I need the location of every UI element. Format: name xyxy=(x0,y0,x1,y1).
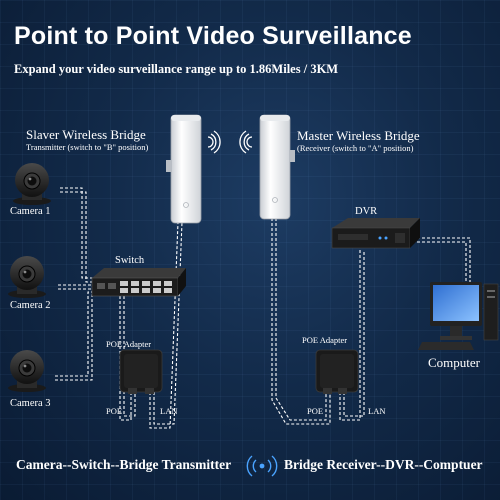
dvr-device xyxy=(331,218,420,249)
lan-port-left-label: LAN xyxy=(160,406,178,416)
poe-adapter-left-label: POE Adapter xyxy=(106,339,152,349)
slave-bridge-note: Transmitter (switch to "B" position) xyxy=(26,142,149,152)
camera-3-icon xyxy=(8,350,46,392)
poe-adapter-right-label: POE Adapter xyxy=(302,335,348,345)
camera-1-icon xyxy=(13,163,51,205)
footer-right-caption: Bridge Receiver--DVR--Comptuer xyxy=(284,457,483,472)
camera-2-icon xyxy=(8,256,46,298)
computer-device xyxy=(418,282,499,350)
cables xyxy=(55,187,471,429)
cable-camera3-switch xyxy=(55,291,96,377)
cable-camera1-switch xyxy=(60,187,96,279)
switch-label: Switch xyxy=(115,255,145,266)
footer-left-caption: Camera--Switch--Bridge Transmitter xyxy=(16,457,232,472)
poe-adapter-right-device xyxy=(315,349,359,394)
dvr-label: DVR xyxy=(355,206,378,217)
cable-dvr-computer-b xyxy=(412,241,467,282)
cable-poe-left-bridge xyxy=(149,221,179,429)
switch-device xyxy=(91,268,186,297)
cable-bridge-poe-right xyxy=(271,218,331,425)
slave-signal-icon xyxy=(207,130,221,154)
cable-poe-left-bridge-b xyxy=(153,221,183,425)
page-title: Point to Point Video Surveillance xyxy=(14,22,412,50)
poe-port-left-label: POE xyxy=(106,406,123,416)
slave-bridge-device xyxy=(166,114,202,224)
cable-poe-right-dvr-b xyxy=(343,250,365,417)
camera-2-label: Camera 2 xyxy=(10,300,51,311)
master-signal-icon xyxy=(239,130,253,154)
computer-label: Computer xyxy=(428,355,480,370)
master-bridge-device xyxy=(259,114,295,220)
camera-1-label: Camera 1 xyxy=(10,206,51,217)
cable-poe-right-dvr xyxy=(339,250,361,421)
master-bridge-note: (Receiver (switch to "A" position) xyxy=(297,143,414,153)
master-bridge-label: Master Wireless Bridge xyxy=(297,128,420,143)
lan-port-right-label: LAN xyxy=(368,406,386,416)
slave-bridge-label: Slaver Wireless Bridge xyxy=(26,127,146,142)
cable-dvr-computer xyxy=(412,237,471,282)
camera-3-label: Camera 3 xyxy=(10,398,51,409)
wireless-link-icon xyxy=(246,455,278,477)
poe-adapter-left-device xyxy=(119,349,163,394)
cable-camera3-switch-b xyxy=(55,294,96,381)
cable-bridge-poe-right-b xyxy=(275,218,327,421)
poe-port-right-label: POE xyxy=(307,406,324,416)
page-subtitle: Expand your video surveillance range up … xyxy=(14,62,339,76)
cable-camera1-switch-b xyxy=(60,191,96,283)
